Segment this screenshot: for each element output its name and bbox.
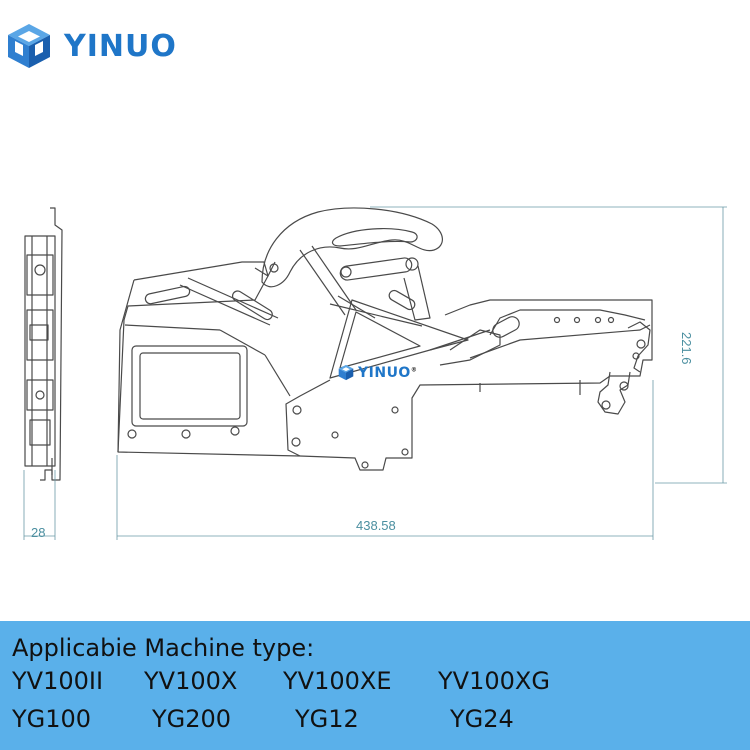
dimension-length: 438.58: [356, 518, 396, 533]
panel-title: Applicabie Machine type:: [12, 634, 315, 662]
machine-type-item: YG200: [152, 705, 232, 733]
triangle-frame: [329, 299, 491, 379]
dimension-lines: [23, 206, 727, 540]
brand-header: YINUO: [6, 20, 177, 72]
machine-type-item: YV100XG: [438, 667, 550, 695]
dimension-height: 221.6: [679, 332, 694, 365]
machine-row-2: YG100 YG200 YG12 YG24: [10, 703, 750, 741]
machine-type-item: YV100X: [144, 667, 238, 695]
machine-type-item: YV100II: [12, 667, 104, 695]
dimension-side-width: 28: [31, 525, 46, 540]
cube-logo-small-icon: [338, 364, 354, 381]
machine-type-item: YG24: [450, 705, 514, 733]
machine-type-item: YG12: [295, 705, 359, 733]
tape-path: [439, 309, 651, 415]
feeder-drawing: [23, 206, 727, 540]
feeder-handle: [254, 207, 443, 327]
drawing-logo: YINUO®: [338, 364, 417, 381]
drawing-logo-name: YINUO®: [358, 364, 418, 381]
feeder-body: [117, 261, 653, 471]
machine-type-item: YG100: [12, 705, 92, 733]
machine-type-item: YV100XE: [283, 667, 392, 695]
cube-logo-icon: [8, 24, 50, 68]
machine-type-panel: Applicabie Machine type: YV100II YV100X …: [0, 621, 750, 750]
side-view: [24, 207, 63, 481]
brand-name: YINUO: [64, 28, 177, 64]
machine-row-1: YV100II YV100X YV100XE YV100XG: [10, 665, 750, 703]
